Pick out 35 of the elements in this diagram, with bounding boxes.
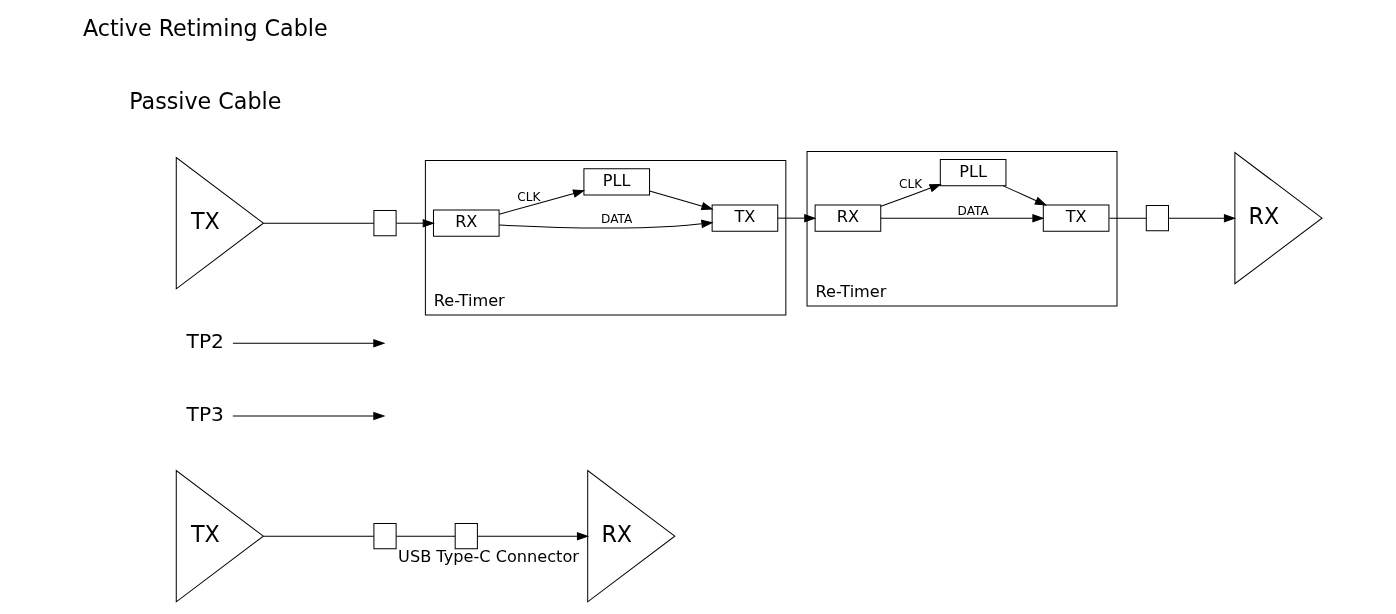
node-box: TX <box>1042 204 1110 232</box>
node-box <box>1145 205 1169 232</box>
arrow <box>395 218 435 228</box>
node-label: USB Type-C Connector <box>398 546 579 566</box>
arrow <box>477 531 590 541</box>
arrow <box>498 219 714 229</box>
arrow <box>498 189 586 215</box>
edge-label: CLK <box>898 177 923 192</box>
edge-label: DATA <box>601 211 633 226</box>
edge-label: DATA <box>957 203 989 218</box>
arrow <box>880 183 942 207</box>
label: Active Retiming Cable <box>82 15 328 42</box>
node-box: PLL <box>939 159 1007 187</box>
node-box: RX <box>432 209 500 237</box>
node-box: TX <box>711 204 779 232</box>
edge-label: CLK <box>517 189 541 204</box>
connector <box>263 535 375 537</box>
node-box: RX <box>814 204 882 232</box>
arrow <box>232 339 386 348</box>
node-box <box>373 210 397 237</box>
connector <box>1108 217 1147 219</box>
node-box <box>454 523 478 550</box>
label: Passive Cable <box>129 87 282 114</box>
node-text: TP2 <box>186 329 224 354</box>
node-box: PLL <box>583 168 651 196</box>
arrow <box>1002 185 1047 206</box>
arrow <box>880 213 1045 223</box>
node-box <box>373 523 397 550</box>
connector <box>263 222 375 224</box>
arrow <box>1168 213 1237 223</box>
connector <box>395 535 456 537</box>
arrow <box>232 411 386 421</box>
arrow <box>777 213 817 223</box>
node-text: TP3 <box>186 402 224 427</box>
arrow <box>649 190 714 211</box>
